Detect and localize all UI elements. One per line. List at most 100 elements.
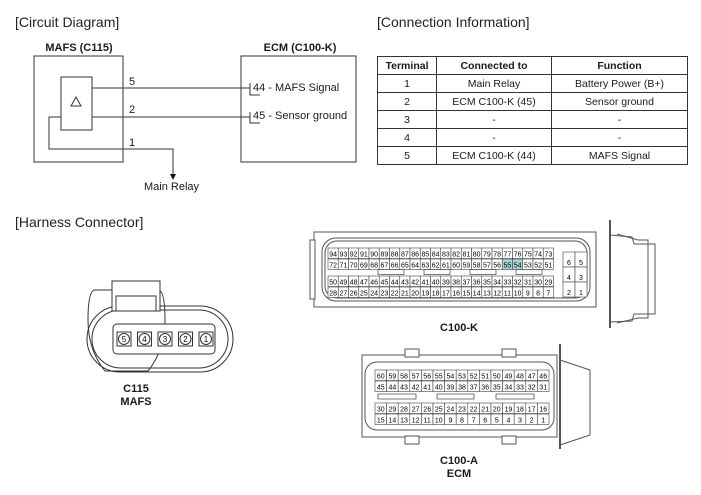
ecm-pin44-label: 44 - MAFS Signal — [253, 82, 340, 94]
pin-number: 19 — [421, 290, 429, 297]
pin-number: 59 — [389, 373, 397, 380]
pin-number: 58 — [473, 262, 481, 269]
pin-number: 22 — [470, 406, 478, 413]
pin-number: 23 — [458, 406, 466, 413]
pin-number: 85 — [421, 251, 429, 258]
pin-number: 32 — [528, 384, 536, 391]
pin-number: 37 — [462, 279, 470, 286]
pin-number: 30 — [534, 279, 542, 286]
pin-number: 46 — [539, 373, 547, 380]
pin-number: 57 — [412, 373, 420, 380]
pin-number: 22 — [391, 290, 399, 297]
c115-pin-number: 5 — [122, 335, 127, 344]
pin-number: 87 — [401, 251, 409, 258]
pin-cell — [574, 281, 588, 298]
pin-number: 57 — [483, 262, 491, 269]
pin-number: 36 — [481, 384, 489, 391]
pin-number: 31 — [539, 384, 547, 391]
pin-number: 35 — [483, 279, 491, 286]
pin-number: 16 — [539, 406, 547, 413]
pin-number: 83 — [442, 251, 450, 258]
pin-number: 42 — [412, 384, 420, 391]
pin-number: 13 — [483, 290, 491, 297]
pin-number: 1 — [579, 290, 583, 297]
pin-number: 32 — [514, 279, 522, 286]
pin-number: 59 — [462, 262, 470, 269]
pin-number: 8 — [460, 417, 464, 424]
pin-number: 33 — [516, 384, 524, 391]
wire-pin1 — [48, 116, 174, 175]
pin-number: 9 — [448, 417, 452, 424]
pin-number: 4 — [506, 417, 510, 424]
c115-pin-number: 2 — [183, 335, 188, 344]
pin-number: 66 — [391, 262, 399, 269]
pin-number: 5 — [495, 417, 499, 424]
pin-number: 1 — [541, 417, 545, 424]
pin-number: 13 — [400, 417, 408, 424]
pin-number: 94 — [329, 251, 337, 258]
cell: ECM C100-K (44) — [436, 146, 552, 165]
pin-number: 19 — [505, 406, 513, 413]
pin-number: 5 — [579, 260, 583, 267]
c115-pin — [137, 331, 152, 347]
pin-number: 64 — [411, 262, 419, 269]
pin-number: 39 — [447, 384, 455, 391]
pin-number: 51 — [544, 262, 552, 269]
pin-number: 7 — [472, 417, 476, 424]
pin-number: 76 — [514, 251, 522, 258]
table-header-row: Terminal Connected to Function — [377, 56, 688, 75]
pin-number: 36 — [473, 279, 481, 286]
ecm-box — [240, 55, 357, 163]
pin-number: 52 — [534, 262, 542, 269]
connection-information-title: [Connection Information] — [377, 14, 530, 30]
pin-number: 48 — [516, 373, 524, 380]
pin-number: 86 — [411, 251, 419, 258]
pin-number: 8 — [536, 290, 540, 297]
ecm-pin45-label: 45 - Sensor ground — [253, 110, 348, 122]
pin-number: 25 — [435, 406, 443, 413]
pin-number: 63 — [421, 262, 429, 269]
pin-number: 17 — [442, 290, 450, 297]
pin-number: 11 — [504, 290, 511, 297]
pin-number: 56 — [423, 373, 431, 380]
pin-number: 39 — [442, 279, 450, 286]
pin-number: 34 — [493, 279, 501, 286]
pin-number: 61 — [442, 262, 450, 269]
wire-pin5-label: 5 — [129, 76, 136, 88]
pin-number: 4 — [567, 275, 571, 282]
pin-number: 24 — [447, 406, 455, 413]
pin-number: 45 — [377, 384, 385, 391]
pin-number: 49 — [339, 279, 347, 286]
pin-number: 12 — [412, 417, 420, 424]
c115-label: C115 — [123, 383, 149, 395]
sensor-triangle-icon — [70, 95, 82, 107]
pin-number: 33 — [503, 279, 511, 286]
pin-number: 77 — [503, 251, 511, 258]
pin-number: 2 — [530, 417, 534, 424]
pin-number: 10 — [514, 290, 522, 297]
pin-cell — [537, 402, 550, 414]
pin-number: 43 — [400, 384, 408, 391]
pin-number: 51 — [481, 373, 489, 380]
pin-number: 62 — [432, 262, 440, 269]
pin-number: 38 — [458, 384, 466, 391]
pin-number: 26 — [423, 406, 431, 413]
pin-number: 18 — [516, 406, 524, 413]
pin-number: 89 — [380, 251, 388, 258]
pin-number: 82 — [452, 251, 460, 258]
pin-number: 69 — [360, 262, 368, 269]
pin-number: 84 — [432, 251, 440, 258]
pin-number: 54 — [514, 262, 522, 269]
c100a-housing — [361, 354, 558, 438]
pin-number: 79 — [483, 251, 491, 258]
c115-pin — [116, 331, 132, 347]
mafs-sensor-element — [60, 76, 93, 131]
pin-cell — [542, 286, 554, 298]
pin-number: 7 — [546, 290, 550, 297]
pin-number: 41 — [421, 279, 429, 286]
cell: 5 — [377, 146, 437, 165]
pin-number: 14 — [473, 290, 481, 297]
